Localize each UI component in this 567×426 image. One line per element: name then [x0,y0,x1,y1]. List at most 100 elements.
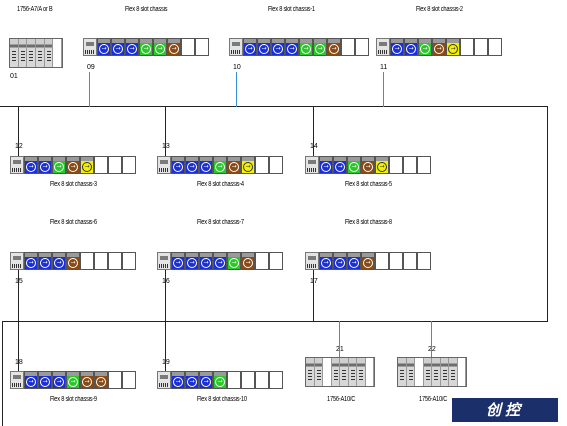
green-io-module[interactable]: → [418,38,432,56]
green-io-module[interactable]: → [299,38,313,56]
empty-slot[interactable] [108,252,122,270]
rack-module[interactable] [415,358,424,386]
empty-slot[interactable] [94,156,108,174]
brown-io-module[interactable]: → [327,38,341,56]
flex-chassis-16[interactable]: →→→→→→ [157,252,283,270]
adapter-module[interactable] [157,156,171,174]
empty-slot[interactable] [389,252,403,270]
blue-io-module[interactable]: → [319,156,333,174]
blue-io-module[interactable]: → [257,38,271,56]
empty-slot[interactable] [122,252,136,270]
flex-chassis-09[interactable]: →→→→→→ [83,38,209,56]
blue-io-module[interactable]: → [171,156,185,174]
blue-io-module[interactable]: → [52,371,66,389]
empty-slot[interactable] [195,38,209,56]
rack-empty-slot[interactable] [53,39,63,67]
flex-chassis-15[interactable]: →→→→ [10,252,136,270]
empty-slot[interactable] [460,38,474,56]
adapter-module[interactable] [229,38,243,56]
empty-slot[interactable] [269,156,283,174]
rack-module[interactable] [440,358,449,386]
flex-chassis-12[interactable]: →→→→→ [10,156,136,174]
rack-module[interactable] [357,358,366,386]
controller-rack-01[interactable] [9,38,63,68]
rack-module[interactable] [348,358,357,386]
adapter-module[interactable] [10,156,24,174]
green-io-module[interactable]: → [139,38,153,56]
brown-io-module[interactable]: → [66,252,80,270]
empty-slot[interactable] [122,371,136,389]
empty-slot[interactable] [108,156,122,174]
blue-io-module[interactable]: → [24,252,38,270]
rack-module[interactable] [432,358,441,386]
blue-io-module[interactable]: → [199,371,213,389]
empty-slot[interactable] [255,252,269,270]
rack-module[interactable] [10,39,19,67]
flex-chassis-13[interactable]: →→→→→→ [157,156,283,174]
controller-rack-21[interactable] [305,357,375,387]
empty-slot[interactable] [94,252,108,270]
rack-module[interactable] [331,358,340,386]
green-io-module[interactable]: → [66,371,80,389]
empty-slot[interactable] [417,156,431,174]
rack-module[interactable] [44,39,54,67]
rack-module[interactable] [306,358,315,386]
blue-io-module[interactable]: → [319,252,333,270]
rack-empty-slot[interactable] [366,358,374,386]
blue-io-module[interactable]: → [199,156,213,174]
brown-io-module[interactable]: → [227,156,241,174]
rack-module[interactable] [27,39,37,67]
blue-io-module[interactable]: → [38,156,52,174]
yellow-io-module[interactable]: → [375,156,389,174]
empty-slot[interactable] [269,371,283,389]
adapter-module[interactable] [10,252,24,270]
yellow-io-module[interactable]: → [80,156,94,174]
brown-io-module[interactable]: → [66,156,80,174]
rack-module[interactable] [449,358,458,386]
adapter-module[interactable] [83,38,97,56]
empty-slot[interactable] [269,252,283,270]
blue-io-module[interactable]: → [185,252,199,270]
blue-io-module[interactable]: → [52,252,66,270]
blue-io-module[interactable]: → [97,38,111,56]
empty-slot[interactable] [255,156,269,174]
blue-io-module[interactable]: → [271,38,285,56]
empty-slot[interactable] [255,371,269,389]
flex-chassis-11[interactable]: →→→→→ [376,38,502,56]
green-io-module[interactable]: → [213,371,227,389]
blue-io-module[interactable]: → [243,38,257,56]
rack-module[interactable] [423,358,432,386]
blue-io-module[interactable]: → [171,371,185,389]
blue-io-module[interactable]: → [404,38,418,56]
flex-chassis-10[interactable]: →→→→→→→ [229,38,369,56]
brown-io-module[interactable]: → [94,371,108,389]
blue-io-module[interactable]: → [185,156,199,174]
brown-io-module[interactable]: → [432,38,446,56]
empty-slot[interactable] [108,371,122,389]
brown-io-module[interactable]: → [80,371,94,389]
blue-io-module[interactable]: → [285,38,299,56]
adapter-module[interactable] [157,252,171,270]
brown-io-module[interactable]: → [361,252,375,270]
rack-module[interactable] [36,39,45,67]
blue-io-module[interactable]: → [390,38,404,56]
empty-slot[interactable] [355,38,369,56]
flex-chassis-14[interactable]: →→→→→ [305,156,431,174]
adapter-module[interactable] [305,156,319,174]
empty-slot[interactable] [389,156,403,174]
flex-chassis-18[interactable]: →→→→→→ [10,371,136,389]
blue-io-module[interactable]: → [171,252,185,270]
empty-slot[interactable] [341,38,355,56]
empty-slot[interactable] [227,371,241,389]
brown-io-module[interactable]: → [167,38,181,56]
flex-chassis-17[interactable]: →→→→ [305,252,431,270]
rack-module[interactable] [314,358,323,386]
green-io-module[interactable]: → [313,38,327,56]
controller-rack-22[interactable] [397,357,467,387]
rack-module[interactable] [406,358,415,386]
empty-slot[interactable] [403,252,417,270]
adapter-module[interactable] [157,371,171,389]
brown-io-module[interactable]: → [361,156,375,174]
empty-slot[interactable] [488,38,502,56]
rack-module[interactable] [18,39,28,67]
